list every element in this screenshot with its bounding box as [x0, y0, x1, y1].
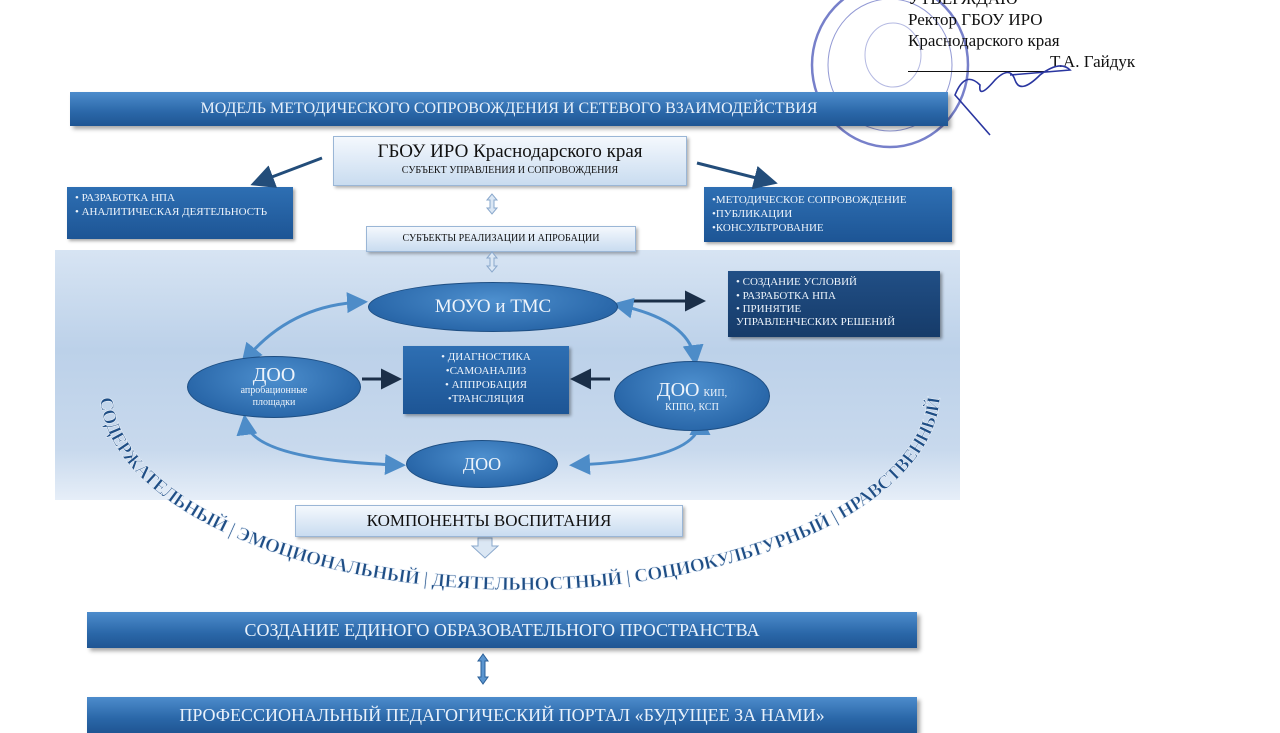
right-item: •МЕТОДИЧЕСКОЕ СОПРОВОЖДЕНИЕ	[712, 194, 907, 206]
right-activities-box: •МЕТОДИЧЕСКОЕ СОПРОВОЖДЕНИЕ •ПУБЛИКАЦИИ …	[704, 187, 952, 242]
activity-item: •ТРАНСЛЯЦИЯ	[447, 393, 525, 405]
portal-banner: ПРОФЕССИОНАЛЬНЫЙ ПЕДАГОГИЧЕСКИЙ ПОРТАЛ «…	[87, 697, 917, 733]
iro-subtitle: СУБЪЕКТ УПРАВЛЕНИЯ И СОПРОВОЖДЕНИЯ	[401, 165, 619, 176]
subjects-label-box: СУБЪЕКТЫ РЕАЛИЗАЦИИ И АПРОБАЦИИ	[366, 226, 636, 252]
activity-item: • ДИАГНОСТИКА	[441, 351, 531, 363]
doo-right-title: ДОО	[656, 379, 700, 401]
left-activities-box: • РАЗРАБОТКА НПА • АНАЛИТИЧЕСКАЯ ДЕЯТЕЛЬ…	[67, 187, 293, 239]
doo-kip-oval: ДОО КИП, КППО, КСП	[614, 361, 770, 431]
movo-tms-oval: МОУО и ТМС	[368, 282, 618, 332]
movo-functions-box: • СОЗДАНИЕ УСЛОВИЙ • РАЗРАБОТКА НПА • ПР…	[728, 271, 940, 337]
double-arrow-space-portal	[477, 653, 489, 685]
down-arrow-components	[470, 537, 500, 559]
movo-item: • СОЗДАНИЕ УСЛОВИЙ	[736, 276, 858, 288]
double-arrow-subjects	[485, 251, 499, 273]
handwritten-signature	[954, 65, 1072, 136]
doo-right-sub: КППО, КСП	[665, 402, 719, 413]
left-item: • АНАЛИТИЧЕСКАЯ ДЕЯТЕЛЬНОСТЬ	[75, 206, 268, 218]
right-item: •КОНСУЛЬТРОВАНИЕ	[712, 222, 824, 234]
doo-bottom-oval: ДОО	[406, 440, 558, 488]
official-stamp	[810, 0, 970, 149]
arrow-movo-doo-right	[612, 297, 704, 366]
movo-item: УПРАВЛЕНЧЕСКИХ РЕШЕНИЙ	[736, 316, 896, 328]
unified-space-banner: СОЗДАНИЕ ЕДИНОГО ОБРАЗОВАТЕЛЬНОГО ПРОСТР…	[87, 612, 917, 648]
doo-right-title-small: КИП,	[703, 388, 728, 399]
activities-box: • ДИАГНОСТИКА •САМОАНАЛИЗ • АППРОБАЦИЯ •…	[403, 346, 569, 414]
components-label-box: КОМПОНЕНТЫ ВОСПИТАНИЯ	[295, 505, 683, 537]
approval-line-2: Ректор ГБОУ ИРО	[908, 10, 1043, 29]
movo-label: МОУО и ТМС	[434, 296, 552, 317]
double-arrow-center	[485, 193, 499, 215]
components-arc-text: СОДЕРЖАТЕЛЬНЫЙ | ЭМОЦИОНАЛЬНЫЙ | ДЕЯТЕЛЬ…	[95, 395, 945, 595]
left-item: • РАЗРАБОТКА НПА	[75, 192, 175, 204]
doo-left-sub1: апробационные	[240, 385, 308, 396]
approval-line-3: Краснодарского края	[908, 31, 1060, 50]
doo-bottom-label: ДОО	[462, 453, 502, 474]
activity-item: • АППРОБАЦИЯ	[445, 379, 527, 391]
activity-item: •САМОАНАЛИЗ	[445, 365, 527, 377]
iro-center-box: ГБОУ ИРО Краснодарского края СУБЪЕКТ УПР…	[333, 136, 687, 186]
approval-signer: Т.А. Гайдук	[1050, 52, 1136, 71]
arrow-movo-doo-left	[241, 292, 368, 365]
arrow-to-right-box	[696, 161, 778, 190]
arrow-to-left-box	[250, 156, 323, 188]
movo-item: • РАЗРАБОТКА НПА	[736, 290, 836, 302]
signature-line	[908, 71, 1048, 72]
right-item: •ПУБЛИКАЦИИ	[712, 208, 793, 220]
doo-pilot-sites-oval: ДОО апробационные площадки	[187, 356, 361, 418]
movo-item: • ПРИНЯТИЕ	[736, 303, 802, 315]
approval-line-1: УТВЕРЖДАЮ	[908, 0, 1135, 9]
doo-left-sub2: площадки	[252, 397, 296, 408]
doo-left-title: ДОО	[252, 364, 296, 386]
model-title-banner: МОДЕЛЬ МЕТОДИЧЕСКОГО СОПРОВОЖДЕНИЯ И СЕТ…	[70, 92, 948, 126]
arrow-doo-left-bottom	[236, 414, 406, 475]
iro-name: ГБОУ ИРО Краснодарского края	[377, 141, 643, 162]
